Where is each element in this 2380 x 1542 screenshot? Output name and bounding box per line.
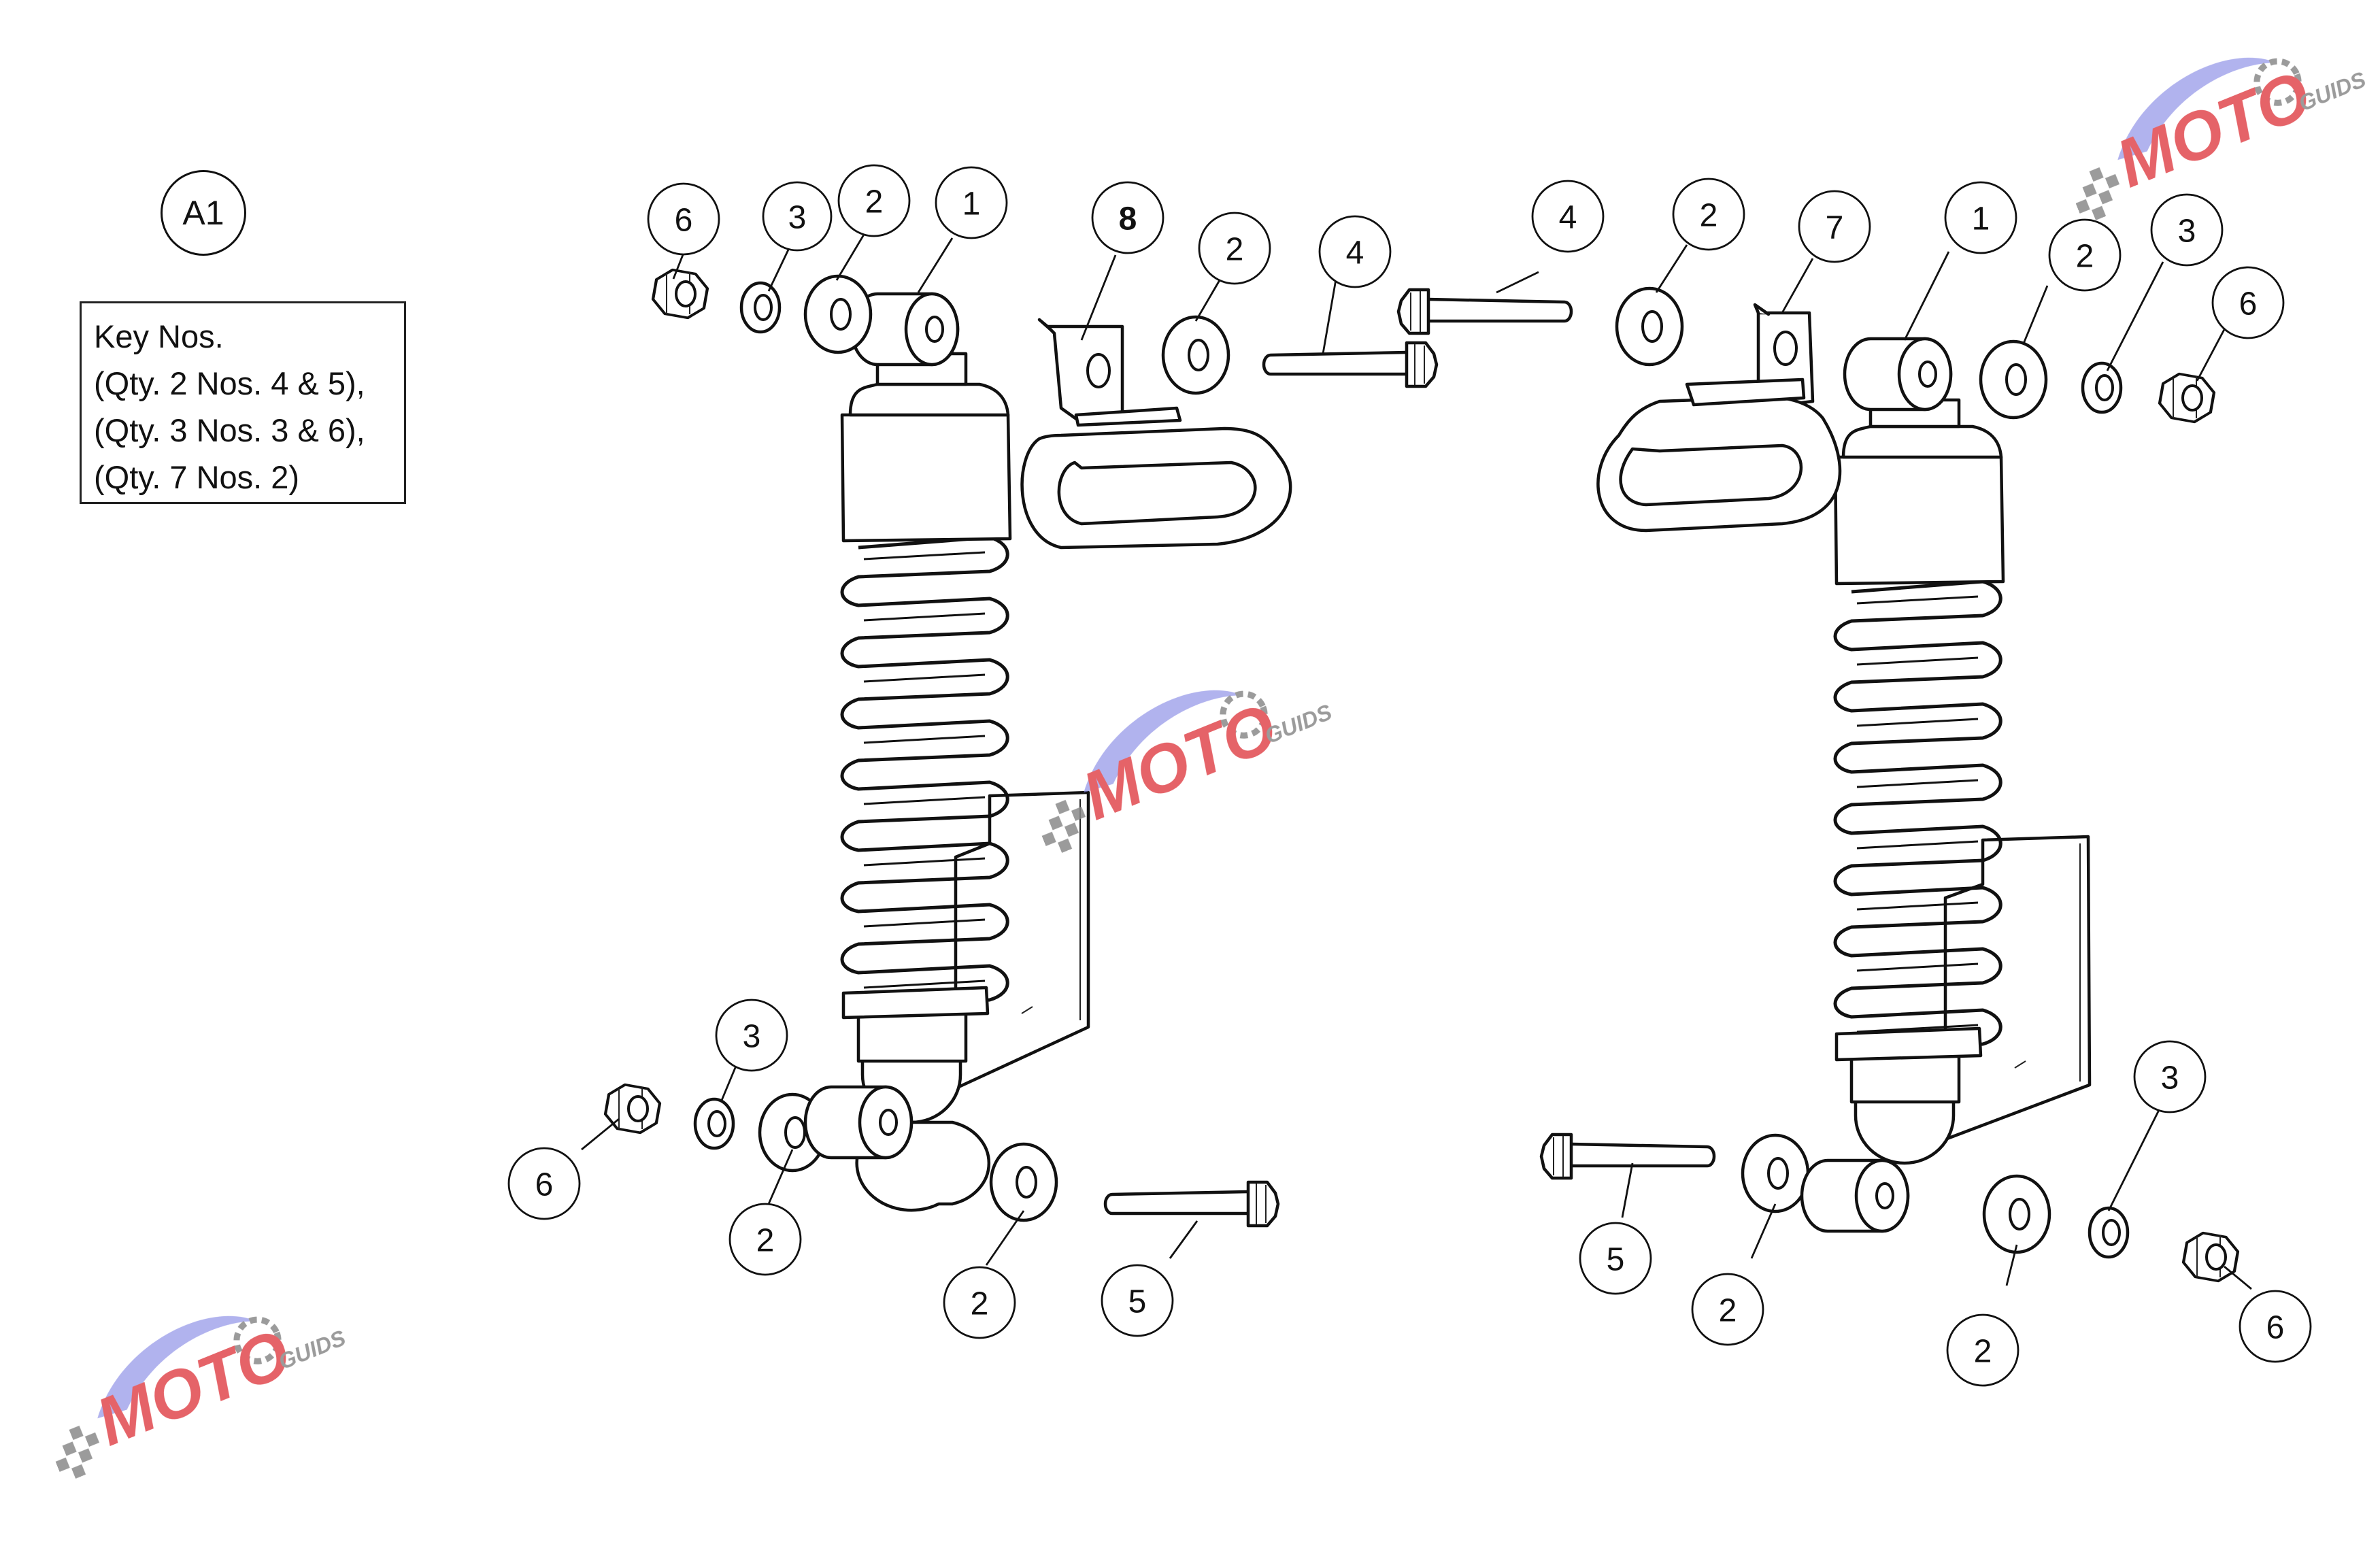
callout-right-bottom-2b: 2 xyxy=(1946,1313,2019,1387)
callout-number: 6 xyxy=(535,1167,554,1203)
callout-number: 4 xyxy=(1559,200,1577,236)
callout-number: 2 xyxy=(865,184,884,220)
callout-right-bottom-5: 5 xyxy=(1579,1222,1652,1295)
callout-circle xyxy=(2239,1290,2312,1363)
callout-circle xyxy=(1531,180,1605,253)
callout-circle xyxy=(728,1203,802,1276)
callout-circle xyxy=(1198,212,1271,285)
callout-number: 2 xyxy=(1226,232,1244,268)
callout-number: 6 xyxy=(675,203,693,239)
callout-left-bracket-8: 8 xyxy=(1091,181,1164,254)
callout-left-top-1: 1 xyxy=(935,166,1008,239)
watermark-sub-text: GUIDS xyxy=(2296,67,2370,116)
bracket-8 xyxy=(1020,318,1292,550)
swoosh-icon xyxy=(1084,690,1243,793)
callout-circle xyxy=(1944,181,2017,254)
nut-6-top-left xyxy=(651,267,709,320)
callout-left-bottom-5: 5 xyxy=(1101,1264,1174,1337)
swoosh-icon xyxy=(2117,57,2277,161)
checkered-flag-icon xyxy=(2075,167,2120,220)
callout-circle xyxy=(647,182,720,256)
callout-number: 2 xyxy=(1700,198,1718,234)
callout-number: 3 xyxy=(2161,1060,2179,1096)
callout-circle xyxy=(2048,218,2122,292)
bracket-7 xyxy=(1596,303,1842,533)
callout-number: 1 xyxy=(1972,201,1990,237)
callout-right-top-4: 4 xyxy=(1531,180,1605,253)
callout-number: 7 xyxy=(1826,210,1844,246)
callout-number: 5 xyxy=(1128,1284,1147,1320)
callout-right-top-2b: 2 xyxy=(2048,218,2122,292)
key-note-line: (Qty. 3 Nos. 3 & 6), xyxy=(94,412,365,448)
callout-circle xyxy=(715,999,788,1072)
callout-left-top-2b: 2 xyxy=(1198,212,1271,285)
callout-circle xyxy=(2133,1040,2207,1113)
callout-number: 2 xyxy=(1719,1293,1737,1329)
callout-number: 2 xyxy=(756,1223,775,1259)
callout-number: 3 xyxy=(2178,214,2196,250)
callout-circle xyxy=(1101,1264,1174,1337)
callout-circle xyxy=(1091,181,1164,254)
callout-left-bottom-3: 3 xyxy=(715,999,788,1072)
callout-circle xyxy=(1672,178,1745,251)
left-shock-absorber xyxy=(840,294,1090,1212)
callout-number: 2 xyxy=(2076,239,2094,275)
callout-right-top-6: 6 xyxy=(2211,266,2285,339)
callout-right-bottom-2: 2 xyxy=(1691,1273,1764,1346)
diagram-reference-label: A1 xyxy=(161,170,246,256)
callout-right-bottom-3: 3 xyxy=(2133,1040,2207,1113)
key-note-line: (Qty. 2 Nos. 4 & 5), xyxy=(94,365,365,401)
callout-circle xyxy=(1691,1273,1764,1346)
callout-number: 2 xyxy=(971,1286,989,1322)
callout-number: 3 xyxy=(743,1019,761,1055)
callout-right-top-2: 2 xyxy=(1672,178,1745,251)
key-note-line: (Qty. 7 Nos. 2) xyxy=(94,459,300,495)
leader-lines xyxy=(581,234,2252,1290)
callout-left-bottom-2: 2 xyxy=(728,1203,802,1276)
key-notes-box: Key Nos. (Qty. 2 Nos. 4 & 5), (Qty. 3 No… xyxy=(80,301,406,504)
callout-left-top-6: 6 xyxy=(647,182,720,256)
callout-left-top-4: 4 xyxy=(1318,215,1392,288)
callout-left-top-2: 2 xyxy=(837,164,911,237)
callout-number: 4 xyxy=(1346,235,1364,271)
callout-number: 3 xyxy=(788,200,807,236)
callout-number: 5 xyxy=(1607,1242,1625,1278)
callout-left-top-3: 3 xyxy=(762,181,833,252)
callout-right-bracket-7: 7 xyxy=(1798,190,1871,263)
callout-right-top-3: 3 xyxy=(2150,193,2224,267)
watermark-sub-text: GUIDS xyxy=(1262,700,1336,749)
callout-number: 8 xyxy=(1119,201,1137,237)
callout-circle xyxy=(935,166,1008,239)
callout-circle xyxy=(2150,193,2224,267)
key-notes-title: Key Nos. xyxy=(94,318,224,354)
callout-circle xyxy=(1798,190,1871,263)
callout-left-bottom-2b: 2 xyxy=(943,1266,1016,1339)
checkered-flag-icon xyxy=(1041,799,1086,853)
callout-number: 1 xyxy=(962,186,981,222)
callout-right-top-1: 1 xyxy=(1944,181,2017,254)
swoosh-icon xyxy=(97,1315,256,1419)
callout-number: 6 xyxy=(2266,1310,2285,1346)
callout-circle xyxy=(943,1266,1016,1339)
callout-circle xyxy=(837,164,911,237)
callout-circle xyxy=(507,1147,581,1220)
callout-right-bottom-6: 6 xyxy=(2239,1290,2312,1363)
callout-circle xyxy=(1579,1222,1652,1295)
right-shock-absorber xyxy=(1833,339,2092,1165)
callout-number: 6 xyxy=(2239,286,2258,322)
callout-circle xyxy=(762,181,833,252)
checkered-flag-icon xyxy=(55,1425,100,1479)
callout-circle xyxy=(1946,1313,2019,1387)
watermark-sub-text: GUIDS xyxy=(275,1326,350,1375)
callout-circle xyxy=(1318,215,1392,288)
callout-left-bottom-6: 6 xyxy=(507,1147,581,1220)
callout-circle xyxy=(2211,266,2285,339)
callout-number: 2 xyxy=(1974,1334,1992,1370)
